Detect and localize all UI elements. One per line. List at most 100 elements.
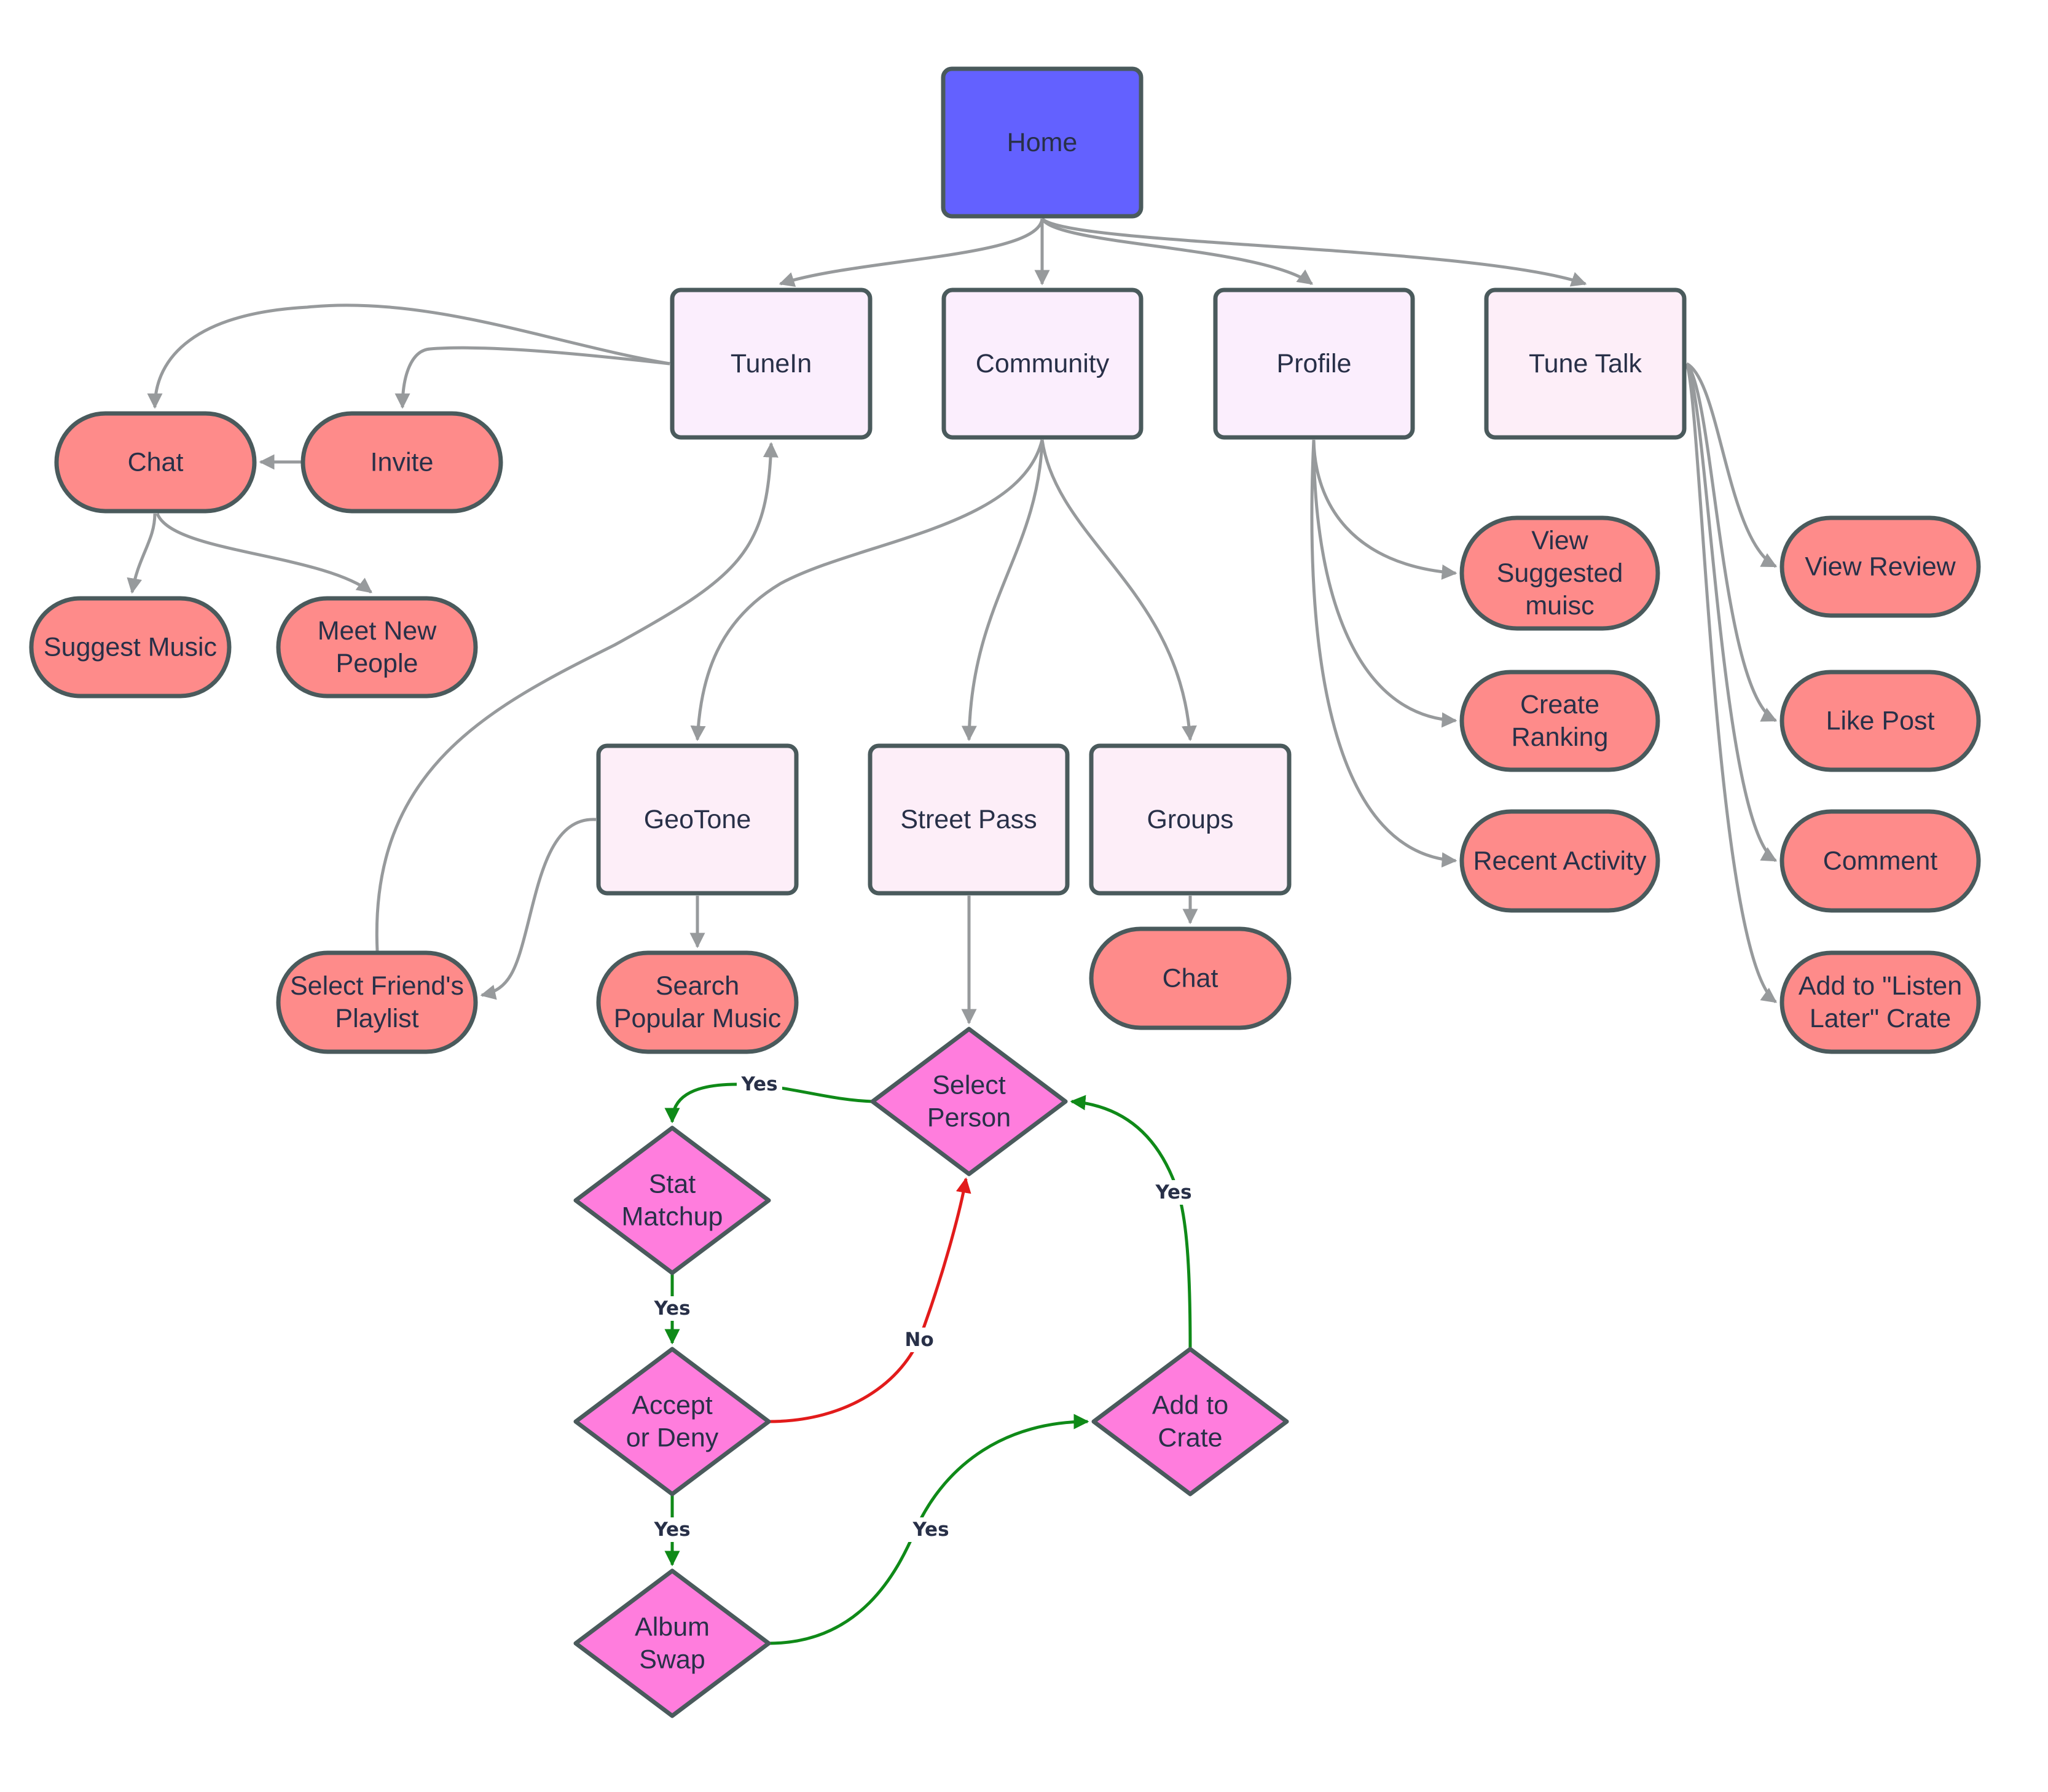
edge-community-to-geotone [690, 439, 1044, 741]
node-label: Tune Talk [1529, 349, 1642, 378]
node-label: muisc [1525, 591, 1594, 620]
node-pill [1089, 926, 1292, 1030]
node-diamond [573, 1125, 771, 1275]
edge-label-yes: Yes [1151, 1180, 1196, 1205]
edge-label-text: Yes [912, 1519, 949, 1541]
node-pill [29, 596, 232, 698]
edge-label-text: Yes [1155, 1181, 1191, 1203]
node-label: Chat [128, 448, 184, 477]
node-label: Popular Music [614, 1004, 781, 1033]
node-view-review[interactable]: View Review [1779, 515, 1981, 618]
node-invite[interactable]: Invite [300, 411, 503, 514]
node-label: Like Post [1826, 706, 1935, 736]
node-comment[interactable]: Comment [1779, 809, 1981, 913]
node-label: Accept [632, 1391, 713, 1420]
node-label: Album [635, 1613, 710, 1642]
node-chat[interactable]: Chat [54, 411, 257, 514]
node-community[interactable]: Community [941, 288, 1144, 440]
node-box [1213, 288, 1415, 440]
node-street-pass[interactable]: Street Pass [868, 743, 1070, 896]
edge-tune-talk-to-view-review [1685, 362, 1778, 568]
edge-select-friends-playlist-to-tunein [375, 442, 779, 952]
node-box [1484, 288, 1687, 440]
node-label: Invite [371, 448, 434, 477]
edge-profile-to-recent-activity [1310, 439, 1458, 868]
node-label: Community [976, 349, 1110, 378]
node-geotone[interactable]: GeoTone [596, 743, 799, 896]
node-tune-talk[interactable]: Tune Talk [1484, 288, 1687, 440]
edge-tune-talk-to-like-post [1685, 362, 1778, 722]
node-tunein[interactable]: TuneIn [670, 288, 873, 440]
edge-label-yes: Yes [908, 1517, 954, 1542]
node-profile[interactable]: Profile [1213, 288, 1415, 440]
node-label: or Deny [626, 1423, 719, 1453]
node-label: View Review [1805, 552, 1956, 582]
node-label: People [336, 649, 418, 678]
node-home[interactable]: Home [941, 66, 1144, 219]
node-label: Recent Activity [1473, 847, 1647, 876]
edge-label-yes: Yes [737, 1072, 782, 1097]
node-pill [54, 411, 257, 514]
node-label: Create [1520, 690, 1599, 719]
node-label: Person [927, 1103, 1011, 1133]
node-label: Matchup [622, 1202, 723, 1232]
node-box [868, 743, 1070, 896]
node-diamond [870, 1027, 1068, 1176]
edge-label-text: Yes [653, 1297, 690, 1320]
node-label: Ranking [1512, 722, 1609, 752]
node-box [670, 288, 873, 440]
node-label: Suggested [1497, 558, 1623, 588]
node-label: Comment [1823, 847, 1937, 876]
node-add-to-crate[interactable]: Add to Crate [1091, 1347, 1289, 1497]
node-pill [1459, 809, 1660, 913]
edge-community-to-street-pass [961, 439, 1044, 741]
edge-home-to-tune-talk [1041, 217, 1587, 287]
node-label: Chat [1163, 964, 1218, 993]
node-pill [1459, 515, 1660, 631]
edge-label-text: No [904, 1329, 933, 1351]
node-pill [1779, 515, 1981, 618]
node-groups[interactable]: Groups [1089, 743, 1292, 896]
node-label: Suggest Music [44, 633, 217, 662]
node-recent-activity[interactable]: Recent Activity [1459, 809, 1660, 913]
node-pill [596, 950, 799, 1054]
node-diamond [1091, 1347, 1289, 1497]
edge-chat-to-meet-new-people [155, 512, 372, 593]
node-label: Search [656, 971, 739, 1001]
node-diamond [573, 1568, 771, 1718]
node-label: Add to [1152, 1391, 1228, 1420]
node-accept-or-deny[interactable]: Accept or Deny [573, 1347, 771, 1497]
node-box [1089, 743, 1292, 896]
node-label: Add to "Listen [1799, 971, 1962, 1001]
node-box [596, 743, 799, 896]
node-label: Select Friend's [290, 971, 464, 1001]
node-like-post[interactable]: Like Post [1779, 670, 1981, 772]
node-label: Home [1007, 128, 1078, 157]
edge-label-no: No [903, 1328, 936, 1352]
node-pill [1779, 950, 1981, 1054]
node-groups-chat[interactable]: Chat [1089, 926, 1292, 1030]
edge-label-text: Yes [740, 1073, 777, 1095]
node-pill [276, 950, 478, 1054]
node-suggest-music[interactable]: Suggest Music [29, 596, 232, 698]
node-label: Playlist [335, 1004, 418, 1033]
node-label: Meet New [318, 616, 437, 646]
node-label: View [1531, 526, 1588, 555]
edge-accept-or-deny-to-select-person [768, 1177, 971, 1423]
edge-chat-to-suggest-music [127, 513, 157, 594]
edge-tunein-to-invite [394, 346, 670, 409]
node-label: Crate [1158, 1423, 1222, 1453]
node-pill [300, 411, 503, 514]
node-pill [276, 596, 478, 698]
node-box [941, 288, 1144, 440]
